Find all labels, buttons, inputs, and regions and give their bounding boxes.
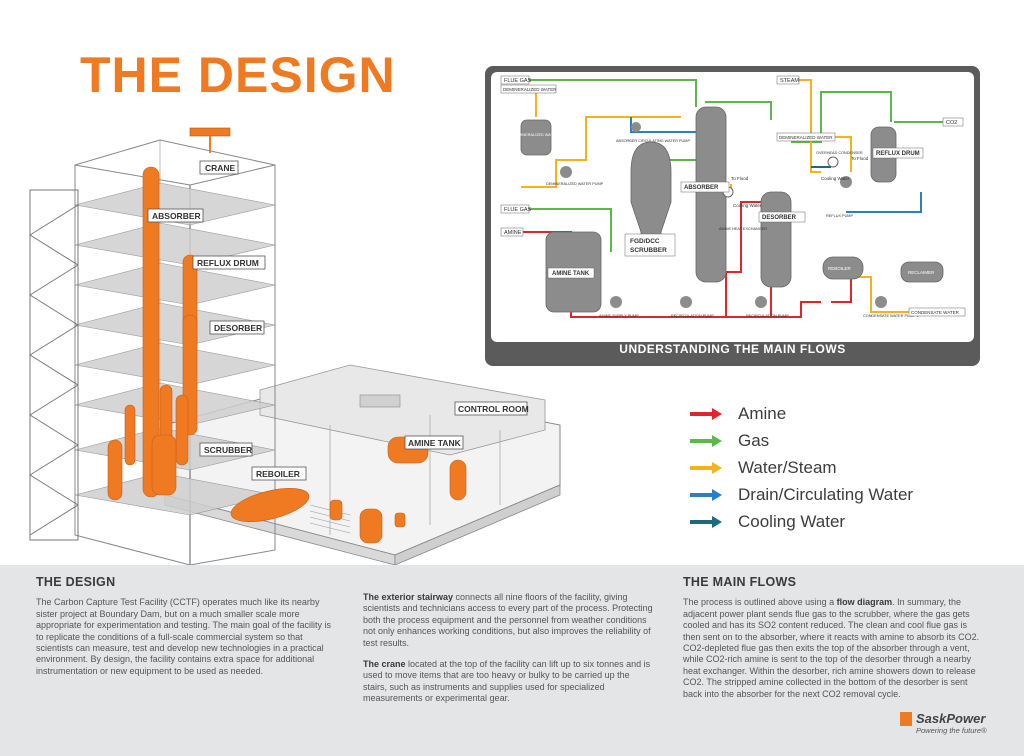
page-title: THE DESIGN <box>80 47 396 103</box>
flow-label-condensate-water: CONDENSATE WATER <box>911 310 960 315</box>
flow-label-desorber: DESORBER <box>762 215 797 221</box>
legend-item-water-steam: Water/Steam <box>688 454 913 481</box>
main-flows-section: THE MAIN FLOWS The process is outlined a… <box>683 565 988 710</box>
flow-diagram-svg: FLUE GAS DEMINERALIZED WATER DEMINERALIZ… <box>500 75 966 318</box>
crane-paragraph: The crane located at the top of the faci… <box>363 659 653 705</box>
flow-label-reboiler: REBOILER <box>828 266 852 271</box>
desorber-label: DESORBER <box>214 323 262 333</box>
legend-item-drain-circulating-water: Drain/Circulating Water <box>688 481 913 508</box>
stairway-lead: The exterior stairway <box>363 592 454 602</box>
flow-diagram-caption: UNDERSTANDING THE MAIN FLOWS <box>619 342 846 356</box>
arrow-icon <box>690 407 722 420</box>
flow-label-to-flood: To Flood <box>731 176 749 181</box>
flow-label-recirc-pump-2: RECIRCULATION PUMP <box>746 314 789 318</box>
flow-label-absorber-circ-pump: ABSORBER CIRCULATING WATER PUMP <box>616 139 690 143</box>
legend-label: Amine <box>738 403 787 423</box>
flow-label-to-flood-right: To Flood <box>851 156 869 161</box>
flow-label-reflux-drum: REFLUX DRUM <box>876 151 920 157</box>
flow-label-amine-supply-pump: AMINE SUPPLY PUMP <box>599 314 639 318</box>
flow-label-demin-water: DEMINERALIZED WATER <box>503 87 557 92</box>
flow-label-amine: AMINE <box>504 230 522 236</box>
stairway-paragraph: The exterior stairway connects all nine … <box>363 592 653 649</box>
flow-label-steam: STEAM <box>780 78 799 84</box>
flow-label-demin-pump: DEMINERALIZED WATER PUMP <box>546 182 604 186</box>
brand-name-row: SaskPower <box>900 711 987 726</box>
control-room-label: CONTROL ROOM <box>458 404 529 414</box>
flow-label-overhead-condenser: OVERHEAD CONDENSER <box>816 151 863 155</box>
legend-label: Cooling Water <box>738 511 846 531</box>
main-flows-text-b: . In summary, the adjacent power plant s… <box>683 597 980 699</box>
brand-tagline: Powering the future® <box>916 726 987 735</box>
reboiler-label: REBOILER <box>256 469 300 479</box>
flow-label-reclaimer: RECLAIMER <box>908 270 935 275</box>
flow-label-amine-tank: AMINE TANK <box>552 271 590 277</box>
building-svg: CRANE ABSORBER REFLUX DRUM DESORBER SCRU… <box>29 127 561 566</box>
design-heading: THE DESIGN <box>36 575 116 589</box>
design-paragraph: The Carbon Capture Test Facility (CCTF) … <box>36 597 332 676</box>
flow-legend: Amine Gas Water/Steam Drain/Circulating … <box>688 400 913 535</box>
flow-diagram-panel: FLUE GAS DEMINERALIZED WATER DEMINERALIZ… <box>485 66 980 366</box>
crane-lead: The crane <box>363 659 406 670</box>
brand-name: SaskPower <box>916 711 986 726</box>
flow-label-amine-heat-ex: AMINE HEAT EXCHANGER <box>719 227 767 231</box>
flow-diagram-term: flow diagram <box>836 597 893 608</box>
crane-text: located at the top of the facility can l… <box>363 659 651 704</box>
arrow-icon <box>690 434 722 447</box>
flow-label-demin-water-right: DEMINERALIZED WATER <box>779 135 833 140</box>
flow-label-co2: CO2 <box>946 120 957 126</box>
legend-item-gas: Gas <box>688 427 913 454</box>
flow-label-demin-tank: DEMINERALIZED WATER TANK <box>513 133 569 137</box>
lightning-icon <box>900 712 912 726</box>
legend-item-cooling-water: Cooling Water <box>688 508 913 535</box>
amine-tank-label: AMINE TANK <box>408 438 462 448</box>
info-band: THE DESIGN The Carbon Capture Test Facil… <box>0 565 1024 756</box>
flow-label-reflux-pump: REFLUX PUMP <box>826 214 853 218</box>
arrow-icon <box>690 488 722 501</box>
flow-label-absorber: ABSORBER <box>684 185 719 191</box>
reflux-drum-label: REFLUX DRUM <box>197 258 259 268</box>
stairway-text: connects all nine floors of the facility… <box>363 592 653 648</box>
design-section: THE DESIGN The Carbon Capture Test Facil… <box>36 565 336 687</box>
main-flows-paragraph: The process is outlined above using a fl… <box>683 597 983 700</box>
flow-diagram: FLUE GAS DEMINERALIZED WATER DEMINERALIZ… <box>491 72 974 342</box>
flow-label-fgd-dcc: FGD/DCC <box>630 238 660 245</box>
flow-label-cooling-water-right: Cooling Water <box>821 176 850 181</box>
legend-label: Drain/Circulating Water <box>738 484 914 504</box>
flow-label-cooling-water: Cooling Water <box>733 203 762 208</box>
flow-label-flue-gas: FLUE GAS <box>504 207 532 213</box>
main-flows-heading: THE MAIN FLOWS <box>683 575 797 589</box>
flow-label-recirc-pump-1: RECIRCULATION PUMP <box>671 314 714 318</box>
stairway-crane-section: The exterior stairway connects all nine … <box>363 592 653 715</box>
building-illustration: CRANE ABSORBER REFLUX DRUM DESORBER SCRU… <box>0 95 600 575</box>
arrow-icon <box>690 515 722 528</box>
flow-label-scrubber: SCRUBBER <box>630 247 667 254</box>
flow-label-flue-gas-top: FLUE GAS <box>504 78 532 84</box>
legend-item-amine: Amine <box>688 400 913 427</box>
legend-label: Gas <box>738 430 770 450</box>
crane-label: CRANE <box>205 163 236 173</box>
main-flows-text-a: The process is outlined above using a <box>683 597 837 608</box>
flow-label-condensate-pump: CONDENSATE WATER PUMP 1 <box>863 314 919 318</box>
arrow-icon <box>690 461 722 474</box>
scrubber-label: SCRUBBER <box>204 445 252 455</box>
absorber-label: ABSORBER <box>152 211 201 221</box>
legend-label: Water/Steam <box>738 457 837 477</box>
saskpower-logo: SaskPower Powering the future® <box>900 711 987 735</box>
